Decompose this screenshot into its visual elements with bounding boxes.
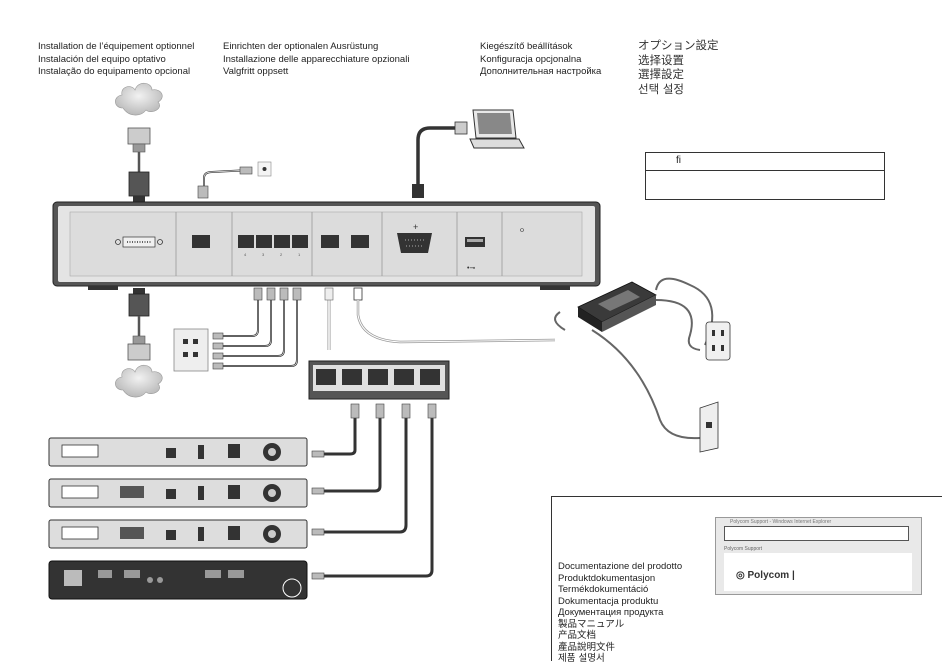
- note-text: fi: [676, 155, 681, 166]
- power-adapter-icon: [577, 281, 657, 332]
- codec-unit: 4 3 2 1 + •⊸: [52, 201, 601, 290]
- serial-adapter-bottom-icon: [127, 288, 151, 361]
- usb-port-icon: •⊸: [465, 237, 485, 272]
- vga-cable-top: [412, 121, 468, 198]
- switch-cable-plugs: [311, 403, 437, 580]
- svg-text:•⊸: •⊸: [467, 265, 475, 272]
- lan-ports-group: [238, 235, 308, 248]
- svg-text:+: +: [413, 222, 418, 232]
- heading-no: Valgfritt oppsett: [223, 66, 289, 77]
- browser-window: Polycom Support - Windows Internet Explo…: [715, 517, 922, 595]
- pc-port-icon: [351, 235, 369, 248]
- heading-group-4: オプション設定 选择设置 選擇設定 선택 설정: [638, 38, 719, 96]
- address-bar: [724, 526, 909, 541]
- polycom-logo: ◎ Polycom |: [736, 570, 795, 581]
- switch-cables: [318, 418, 434, 578]
- heading-hu: Kiegészítő beállítások: [480, 41, 573, 52]
- heading-pl: Konfiguracja opcjonalna: [480, 53, 582, 65]
- laptop-icon: [469, 109, 525, 149]
- serial-adapter-top-icon: [127, 127, 151, 204]
- network-cable-white: [324, 287, 334, 350]
- doc-item-zh-cn: 产品文档: [558, 630, 597, 641]
- pc-cable: [353, 287, 556, 344]
- network-switch-icon: [308, 360, 450, 400]
- heading-zh-cn: 选择设置: [638, 52, 684, 67]
- vga-port-icon: +: [397, 222, 432, 253]
- heading-group-2: Einrichten der optionalen Ausrüstung Ins…: [223, 41, 409, 79]
- port-label-2: 2: [280, 252, 283, 257]
- browser-title: Polycom Support - Windows Internet Explo…: [730, 519, 832, 525]
- doc-item-pl: Dokumentacja produktu: [558, 595, 659, 607]
- network-port-icon: [321, 235, 339, 248]
- doc-item-no: Produktdokumentasjon: [558, 572, 656, 584]
- endpoint-device-2: [48, 478, 308, 508]
- heading-fr: Installation de l’équipement optionnel: [38, 41, 195, 52]
- doc-item-zh-tw: 產品說明文件: [558, 641, 616, 653]
- lan-plugs: [212, 287, 302, 370]
- heading-ko: 선택 설정: [638, 81, 684, 96]
- doc-item-ja: 製品マニュアル: [558, 618, 625, 630]
- endpoint-device-1: [48, 437, 308, 467]
- endpoint-device-3: [48, 519, 308, 549]
- browser-page: [724, 553, 912, 591]
- network-cloud-top-icon: [115, 82, 163, 116]
- documentation-list: Documentazione del prodotto Produktdokum…: [558, 561, 682, 665]
- wall-jack-top-icon: [197, 161, 272, 199]
- port-label-1: 1: [298, 252, 301, 257]
- logo-text: Polycom: [747, 570, 790, 581]
- network-cloud-bottom-icon: [115, 364, 163, 398]
- port-label-4: 4: [244, 252, 247, 257]
- heading-pt: Instalação do equipamento opcional: [38, 66, 191, 77]
- doc-item-it: Documentazione del prodotto: [558, 561, 683, 572]
- heading-ja: オプション設定: [638, 38, 719, 52]
- power-outlet-icon: [705, 321, 731, 361]
- note-divider: [646, 170, 884, 171]
- heading-es: Instalación del equipo optativo: [38, 53, 166, 65]
- documentation-frame: [551, 496, 942, 661]
- power-led-icon: [520, 228, 524, 232]
- heading-group-1: Installation de l’équipement optionnel I…: [38, 41, 194, 79]
- wall-jack-right-icon: [699, 401, 719, 453]
- endpoint-device-4: [48, 560, 308, 600]
- doc-item-ko: 제품 설명서: [558, 653, 605, 664]
- serial-port-icon: [115, 236, 163, 248]
- heading-zh-tw: 選擇設定: [638, 67, 684, 81]
- isdn-port-icon: [192, 235, 210, 248]
- doc-item-hu: Termékdokumentáció: [558, 584, 649, 595]
- note-box: fi: [645, 152, 885, 200]
- port-label-3: 3: [262, 252, 265, 257]
- heading-it: Installazione delle apparecchiature opzi…: [223, 53, 410, 65]
- wall-plate-icon: [173, 328, 209, 372]
- doc-item-ru: Документация продукта: [558, 607, 664, 618]
- heading-de: Einrichten der optionalen Ausrüstung: [223, 41, 379, 52]
- browser-tab: Polycom Support: [724, 546, 763, 552]
- heading-ru: Дополнительная настройка: [480, 66, 602, 77]
- lan-cables-inner: [222, 300, 298, 367]
- heading-group-3: Kiegészítő beállítások Konfiguracja opcj…: [480, 41, 601, 79]
